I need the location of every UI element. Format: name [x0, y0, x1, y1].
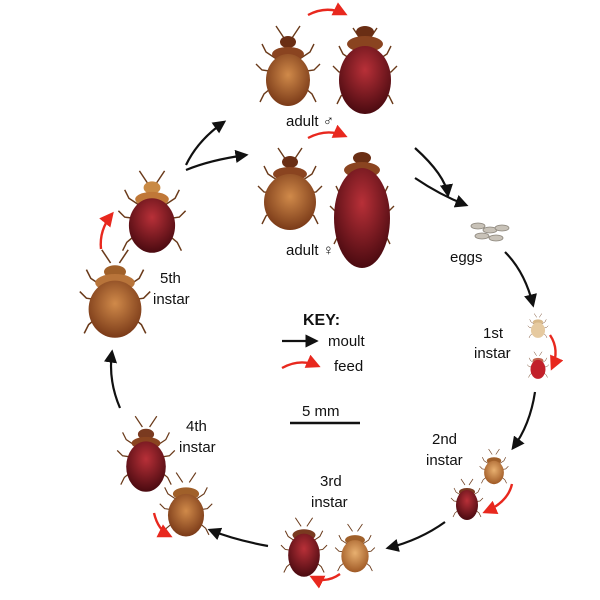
label-eggs: eggs: [450, 249, 483, 266]
label-1st-instar-line1: 1st: [483, 325, 504, 342]
legend-moult-label: moult: [328, 333, 366, 350]
label-adult-female: adult ♀: [286, 242, 334, 259]
legend-title: KEY:: [303, 312, 340, 329]
moult-arrow-5th-to-female: [185, 149, 249, 172]
adult-female-fed-bug-icon: [329, 152, 395, 268]
fifth-instar-fed-bug-icon: [117, 170, 187, 253]
feed-arrow-2nd: [482, 483, 514, 515]
scale-bar: 5 mm: [290, 403, 360, 425]
feed-arrow-male: [307, 2, 348, 17]
legend-feed-arrow-icon: [281, 354, 321, 370]
moult-arrows: [103, 120, 537, 552]
label-5th-instar-line1: 5th: [160, 270, 181, 287]
feed-arrow-3rd: [309, 573, 341, 589]
fourth-instar-fed-bug-icon: [116, 415, 176, 492]
label-2nd-instar-line2: instar: [426, 452, 463, 469]
label-4th-instar-line1: 4th: [186, 418, 207, 435]
moult-arrow-female-to-eggs: [414, 147, 453, 198]
moult-arrow-3rd-to-4th: [207, 527, 269, 548]
adult-male-fed-bug-icon: [332, 26, 398, 114]
label-4th-instar-line2: instar: [179, 439, 216, 456]
scale-bar-label: 5 mm: [302, 403, 340, 420]
second-instar-fed-bug-icon: [450, 478, 484, 520]
label-2nd-instar-line1: 2nd: [432, 431, 457, 448]
fifth-instar-unfed-bug-icon: [79, 249, 151, 338]
legend: KEY: moult feed: [281, 312, 366, 375]
adult-female-unfed-bug-icon: [257, 147, 323, 230]
moult-arrow-4th-to-5th: [103, 349, 122, 409]
adult-male-unfed-bug-icon: [255, 25, 321, 106]
eggs-icon: [470, 222, 510, 242]
feed-arrows: [99, 2, 564, 589]
first-instar-unfed-bug-icon: [527, 313, 549, 339]
moult-arrow-5th-to-male: [185, 120, 227, 166]
label-5th-instar-line2: instar: [153, 291, 190, 308]
feed-arrow-5th: [99, 211, 114, 250]
moult-arrow-2nd-to-3rd: [385, 521, 446, 552]
label-3rd-instar-line1: 3rd: [320, 473, 342, 490]
second-instar-unfed-bug-icon: [479, 448, 509, 485]
third-instar-fed-bug-icon: [280, 517, 328, 577]
label-1st-instar-line2: instar: [474, 345, 511, 362]
label-3rd-instar-line2: instar: [311, 494, 348, 511]
third-instar-unfed-bug-icon: [334, 523, 376, 573]
moult-arrow-female-to-eggs-2: [414, 177, 469, 208]
first-instar-fed-bug-icon: [526, 351, 550, 379]
feed-arrow-4th: [152, 512, 173, 538]
legend-feed-label: feed: [334, 358, 363, 375]
fourth-instar-unfed-bug-icon: [159, 471, 213, 537]
moult-arrow-1st-to-2nd: [511, 391, 537, 451]
feed-arrow-female: [307, 124, 348, 140]
label-adult-male: adult ♂: [286, 113, 334, 130]
moult-arrow-eggs-to-1st: [504, 251, 537, 308]
feed-arrow-1st: [548, 334, 564, 371]
